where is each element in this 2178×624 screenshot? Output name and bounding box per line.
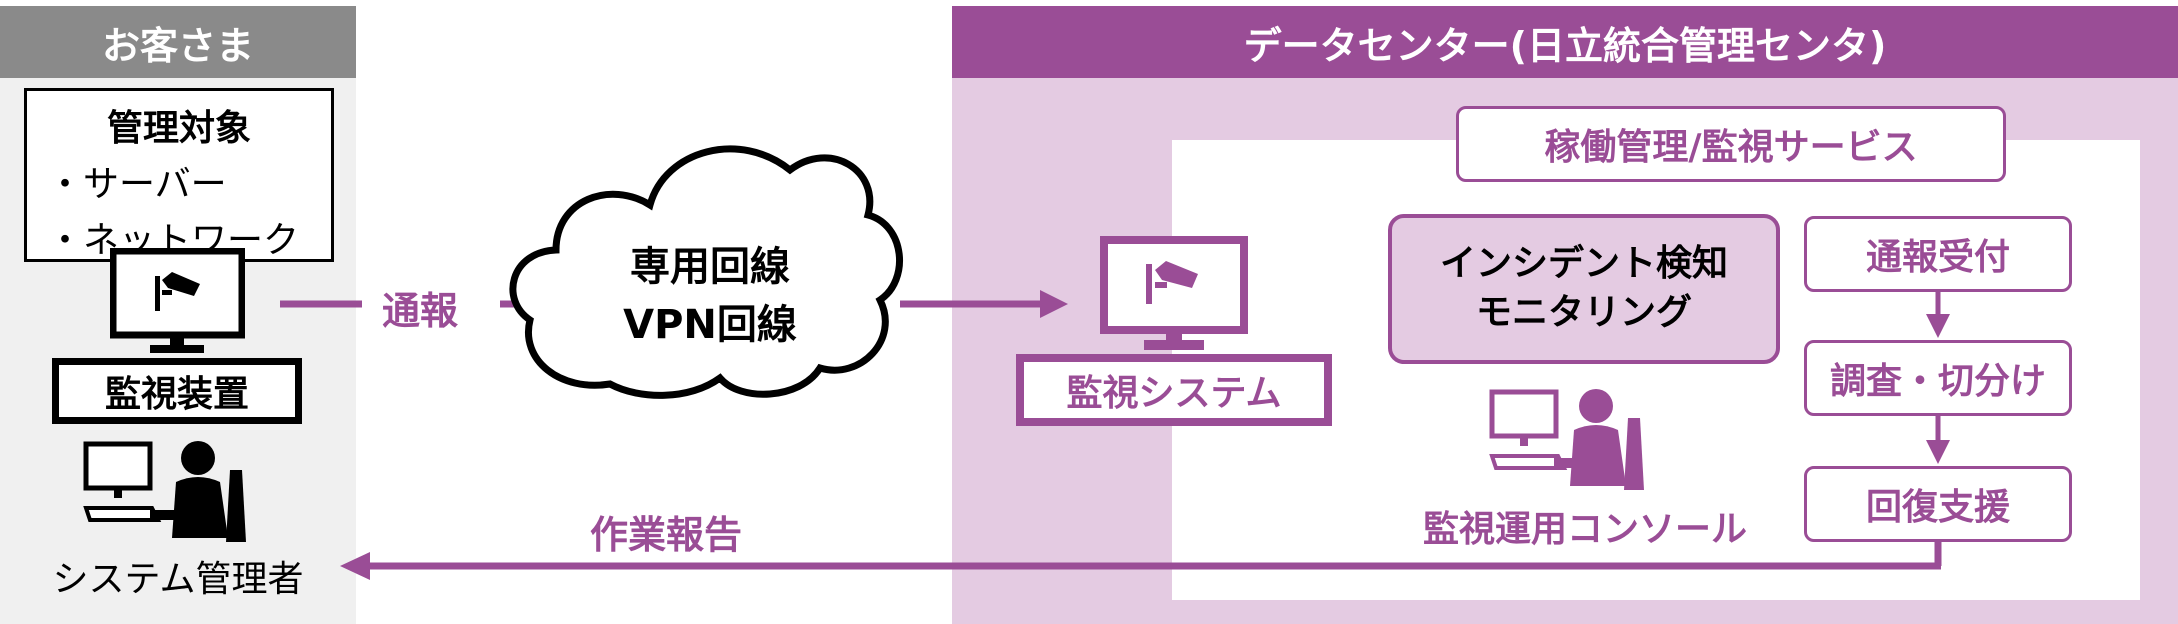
incident-detection-line2: モニタリング [1475, 292, 1692, 333]
console-operator-icon [1489, 389, 1644, 490]
monitoring-device-box: 監視装置 [52, 358, 302, 424]
arrowhead [1926, 440, 1950, 464]
managed-target-item: ・サーバー [47, 164, 227, 205]
flow-step-label: 回復支援 [1865, 487, 2010, 528]
cloud-line1: 専用回線 [630, 244, 790, 290]
monitoring-system-monitor-icon [1100, 236, 1248, 350]
flow-step-label: 調査・切分け [1829, 361, 2046, 402]
cloud-shape [509, 145, 903, 399]
system-admin-icon [83, 441, 246, 542]
flow-step-box: 通報受付 [1804, 216, 2072, 292]
notify-label: 通報 [382, 289, 459, 333]
cloud-text: 専用回線 VPN回線 [560, 238, 860, 354]
cloud-line2: VPN回線 [623, 302, 797, 348]
monitoring-device-label: 監視装置 [104, 374, 249, 415]
datacenter-header: データセンター(日立統合管理センタ) [952, 6, 2178, 78]
camera-icon [155, 272, 200, 311]
incident-detection-line1: インシデント検知 [1439, 243, 1728, 285]
arrowhead [340, 552, 370, 580]
managed-targets-title: 管理対象 [106, 108, 251, 149]
camera-icon [1146, 261, 1198, 304]
monitoring-system-box: 監視システム [1016, 354, 1332, 426]
service-title-box: 稼働管理/監視サービス [1456, 106, 2006, 182]
flow-step-box: 調査・切分け [1804, 340, 2072, 416]
arrowhead [1040, 290, 1068, 318]
arrowhead [1926, 314, 1950, 338]
managed-targets-box: 管理対象 ・サーバー ・ネットワーク [24, 88, 334, 262]
system-admin-label: システム管理者 [52, 559, 304, 600]
report-label: 作業報告 [590, 513, 743, 557]
service-title-text: 稼働管理/監視サービス [1544, 127, 1918, 168]
customer-header-text: お客さま [101, 23, 254, 68]
customer-header: お客さま [0, 6, 356, 78]
datacenter-header-text: データセンター(日立統合管理センタ) [1243, 23, 1887, 68]
console-label: 監視運用コンソール [1422, 509, 1747, 550]
flow-step-label: 通報受付 [1865, 237, 2010, 278]
incident-detection-box: インシデント検知 モニタリング [1388, 214, 1780, 364]
monitoring-system-label: 監視システム [1066, 373, 1282, 414]
customer-monitor-icon [110, 248, 245, 353]
flow-step-box: 回復支援 [1804, 466, 2072, 542]
